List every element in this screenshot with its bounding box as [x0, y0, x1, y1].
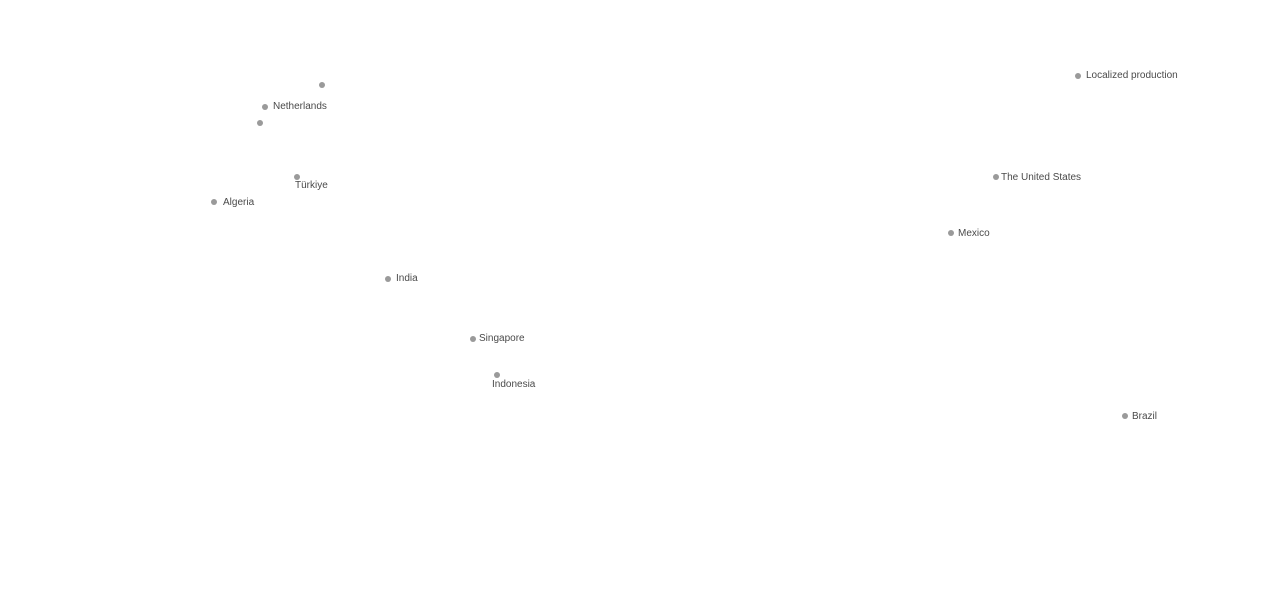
point-indonesia[interactable]	[494, 372, 500, 378]
point-turkiye[interactable]	[294, 174, 300, 180]
label-brazil: Brazil	[1132, 411, 1158, 422]
point-mexico[interactable]	[948, 230, 954, 236]
label-indonesia: Indonesia	[492, 379, 536, 390]
point-unlabeled[interactable]	[319, 82, 325, 88]
label-singapore: Singapore	[479, 333, 525, 344]
label-mexico: Mexico	[958, 228, 990, 239]
label-algeria: Algeria	[223, 197, 255, 208]
label-united-states: The United States	[1001, 172, 1082, 183]
point-unlabeled[interactable]	[257, 120, 263, 126]
point-algeria[interactable]	[211, 199, 217, 205]
point-india[interactable]	[385, 276, 391, 282]
point-netherlands[interactable]	[262, 104, 268, 110]
label-netherlands: Netherlands	[273, 101, 327, 112]
point-singapore[interactable]	[470, 336, 476, 342]
label-india: India	[396, 273, 418, 284]
point-united-states[interactable]	[993, 174, 999, 180]
point-brazil[interactable]	[1122, 413, 1128, 419]
label-localized-production: Localized production	[1086, 70, 1178, 81]
label-turkiye: Türkiye	[295, 180, 328, 191]
point-localized-production[interactable]	[1075, 73, 1081, 79]
